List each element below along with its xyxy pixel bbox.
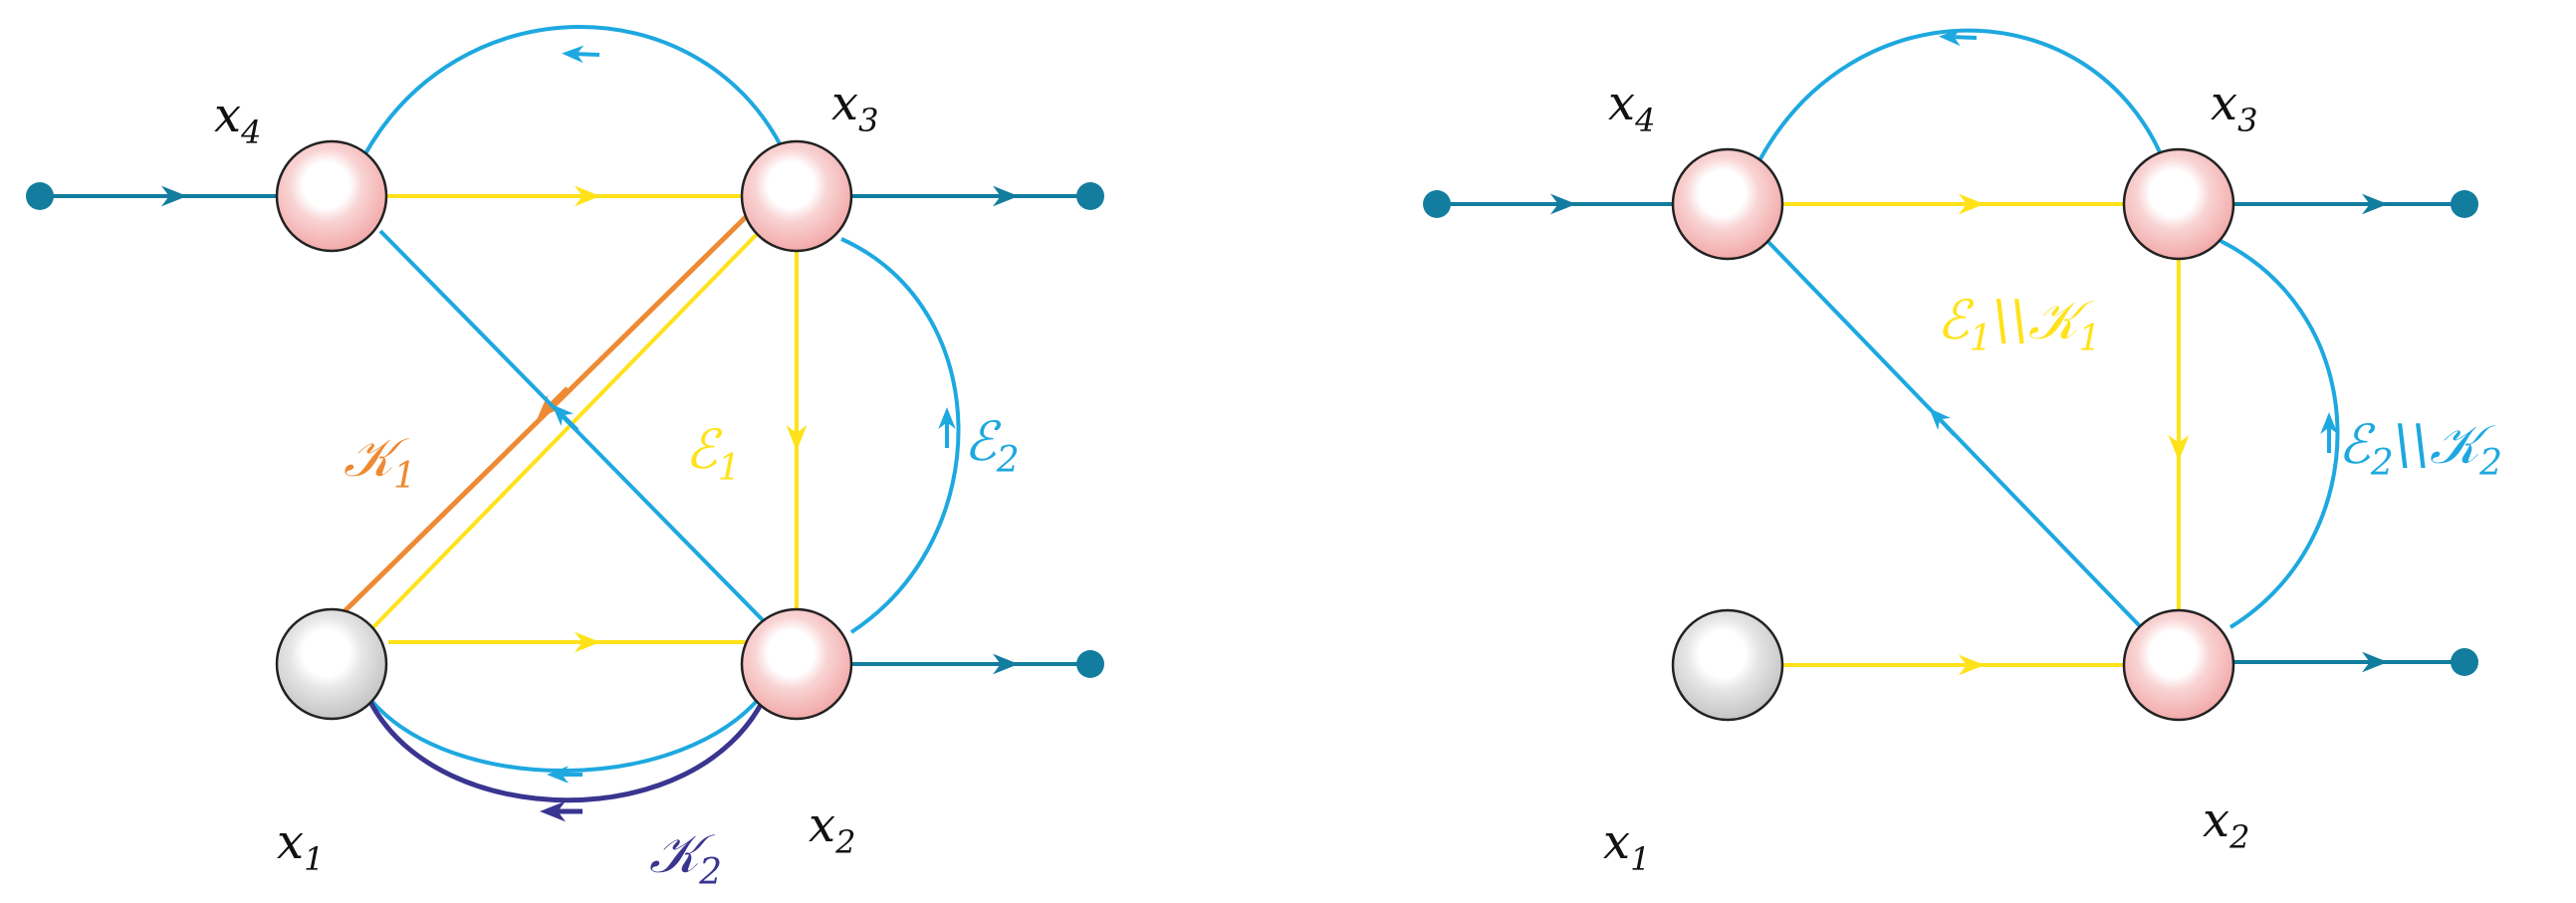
label-x1: x1 [1603,814,1650,878]
right-node-labels: x4 x3 x1 x2 [1603,76,2257,878]
label-x4: x4 [1608,76,1655,139]
edge-x3-x4-arc-arrow [562,45,600,64]
output-terminal-x3 [1076,182,1104,210]
node-x2 [740,607,853,721]
label-e1: ℰ1 [685,418,741,489]
right-nodes [1671,147,2235,722]
edge-k2-x2-x1 [367,695,768,803]
right-diagram: x4 x3 x1 x2 ℰ1\\𝒦1 ℰ2\\𝒦2 [1423,28,2502,878]
left-io-lines [26,182,1104,678]
right-blue-edges [1756,28,2340,629]
node-x4 [275,139,388,253]
edge-x2-x4-arrow [1929,408,1957,437]
left-blue-edges [361,25,961,784]
left-nodes [275,139,853,721]
edge-x3-x1-yellow [371,225,766,629]
output-terminal-x3 [2451,190,2478,218]
label-x4: x4 [214,88,261,151]
label-e2: ℰ2 [964,410,1020,481]
edge-x2-x1-arc [366,687,769,773]
node-x3 [740,139,853,253]
label-x2: x2 [2203,792,2249,856]
node-x2 [2122,608,2235,722]
right-io-lines [1423,190,2478,676]
node-x4 [1671,147,1784,261]
edge-k1-arrow [537,386,570,419]
edge-x2-x3-arc [840,237,961,634]
left-node-labels: x4 x3 x1 x2 [214,76,878,878]
label-e2-k2: ℰ2\\𝒦2 [2338,413,2502,484]
right-yellow-edges [1782,193,2190,676]
label-x1: x1 [277,814,324,878]
label-k2: 𝒦2 [649,822,722,893]
output-terminal-x2 [2451,648,2478,676]
edge-x3-x4-arc [1756,28,2163,165]
node-x1 [1671,608,1784,722]
left-yellow-edges [371,185,808,653]
left-diagram: x4 x3 x1 x2 𝒦1 ℰ1 ℰ2 𝒦2 [26,25,1104,893]
label-k1: 𝒦1 [344,426,416,497]
node-x1 [275,607,388,721]
node-x3 [2122,147,2235,261]
edge-x3-x4-arc-arrow [1939,28,1978,47]
edge-k1-x1-x3 [342,212,751,614]
edge-x3-x4-arc [361,25,784,158]
output-terminal-x2 [1076,650,1104,678]
label-e1-k1: ℰ1\\𝒦1 [1937,289,2101,359]
label-x3: x3 [831,76,878,139]
label-x3: x3 [2211,76,2257,139]
edge-x2-x4-arrow [552,404,580,432]
label-x2: x2 [809,797,855,861]
edge-x2-x3-arc [2220,239,2340,629]
